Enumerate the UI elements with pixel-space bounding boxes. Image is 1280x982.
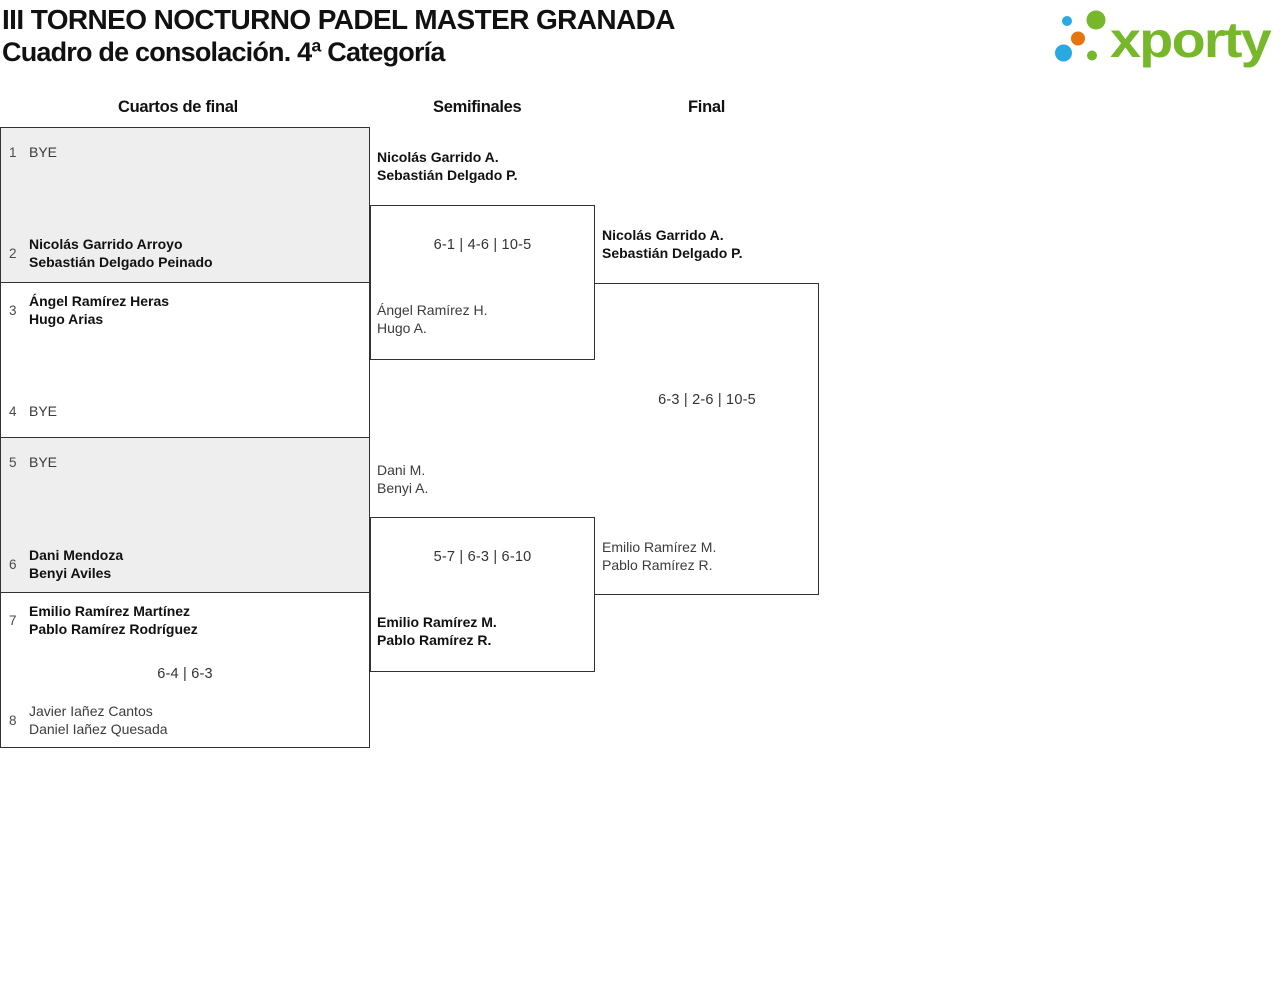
bracket-entry-seed8: 8 Javier Iañez Cantos Daniel Iañez Quesa… [9,703,361,738]
round-header-semifinals: Semifinales [433,98,522,116]
seed-number: 5 [9,455,17,471]
round-header-final: Final [688,98,726,116]
bracket-entry-seed5: 5 BYE [9,454,361,472]
logo-dot-small-blue [1062,16,1072,26]
tournament-title: III TORNEO NOCTURNO PADEL MASTER GRANADA [2,4,676,35]
round-header-quarterfinals: Cuartos de final [118,98,238,116]
seed-number: 8 [9,713,17,728]
team-names: BYE [29,144,58,160]
logo-dot-large-green [1086,10,1106,30]
seed-number: 1 [9,145,17,161]
xporty-logo[interactable]: xporty [1046,4,1278,74]
bracket-entry-seed6: 6 Dani Mendoza Benyi Aviles [9,547,361,582]
quarterfinal-4-score: 6-4 | 6-3 [157,666,213,682]
team-names: BYE [29,454,58,470]
semifinal-1-team-bottom: Ángel Ramírez H. Hugo A. [377,302,488,336]
seed-number: 7 [9,613,17,628]
final-team-top: Nicolás Garrido A. Sebastián Delgado P. [602,227,743,261]
semifinal-1-team-top: Nicolás Garrido A. Sebastián Delgado P. [377,149,518,183]
semifinal-2-score: 5-7 | 6-3 | 6-10 [433,549,532,565]
bracket-subtitle: Cuadro de consolación. 4ª Categoría [2,37,445,67]
semifinal-1-score: 6-1 | 4-6 | 10-5 [433,237,532,253]
semifinal-2-team-bottom: Emilio Ramírez M. Pablo Ramírez R. [377,614,497,648]
final-score: 6-3 | 2-6 | 10-5 [658,392,756,408]
bracket-entry-seed3: 3 Ángel Ramírez Heras Hugo Arias [9,293,361,328]
bracket-entry-seed7: 7 Emilio Ramírez Martínez Pablo Ramírez … [9,603,361,638]
semifinal-1-box [370,205,595,360]
semifinal-2-box [370,517,595,672]
quarterfinal-match-1: 1 BYE 2 Nicolás Garrido Arroyo Sebastián… [0,127,370,283]
logo-dot-orange [1071,31,1085,46]
seed-number: 4 [9,403,17,419]
quarterfinal-match-2: 3 Ángel Ramírez Heras Hugo Arias 4 BYE [0,282,370,438]
logo-dot-large-blue [1055,44,1072,62]
bracket-entry-seed2: 2 Nicolás Garrido Arroyo Sebastián Delga… [9,236,361,271]
quarterfinal-match-3: 5 BYE 6 Dani Mendoza Benyi Aviles [0,437,370,593]
team-names: Emilio Ramírez Martínez Pablo Ramírez Ro… [29,603,198,637]
team-names: Dani Mendoza Benyi Aviles [29,547,124,581]
final-box [595,283,819,595]
team-names: BYE [29,402,58,419]
bracket-entry-seed4: 4 BYE [9,403,361,421]
final-team-bottom: Emilio Ramírez M. Pablo Ramírez R. [602,539,717,573]
logo-dot-small-green [1087,50,1097,61]
seed-number: 6 [9,557,17,572]
team-names: Javier Iañez Cantos Daniel Iañez Quesada [29,703,168,737]
seed-number: 3 [9,303,17,318]
team-names: Nicolás Garrido Arroyo Sebastián Delgado… [29,236,213,270]
semifinal-2-team-top: Dani M. Benyi A. [377,462,429,496]
seed-number: 2 [9,246,17,261]
logo-wordmark: xporty [1110,12,1272,68]
quarterfinal-match-4: 7 Emilio Ramírez Martínez Pablo Ramírez … [0,592,370,748]
bracket-entry-seed1: 1 BYE [9,144,361,162]
team-names: Ángel Ramírez Heras Hugo Arias [29,293,170,327]
